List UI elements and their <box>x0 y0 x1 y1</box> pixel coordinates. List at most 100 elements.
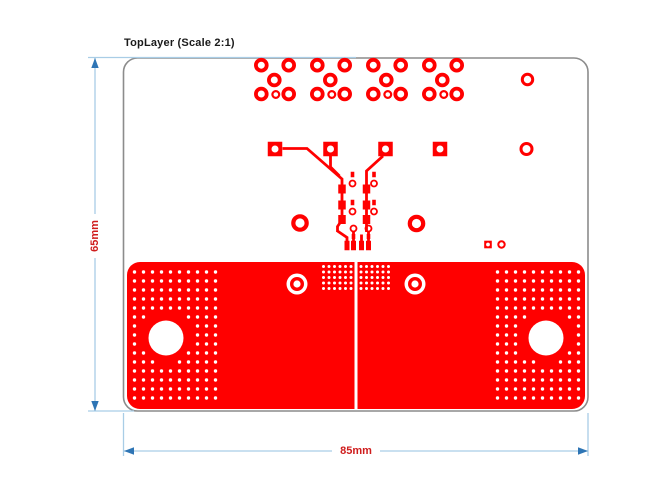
via-dot <box>338 281 342 285</box>
via-dot <box>333 270 336 274</box>
via-dot <box>195 315 200 319</box>
via-dot <box>327 270 331 274</box>
via-dot <box>387 270 390 274</box>
via-dot <box>177 387 182 391</box>
pad-ring <box>365 86 381 102</box>
via-dot <box>195 297 200 301</box>
via-dot <box>531 288 536 292</box>
pad-rect <box>359 240 364 251</box>
via-dot <box>504 315 509 319</box>
layer-title: TopLayer (Scale 2:1) <box>124 37 235 49</box>
via-dot <box>132 324 137 328</box>
pad-rect <box>351 240 356 251</box>
via-dot <box>333 276 336 279</box>
via-dot <box>576 279 581 283</box>
pad-ring <box>434 72 450 88</box>
pad-ring-small <box>383 89 393 99</box>
via-dot <box>213 288 218 292</box>
via-dot <box>504 342 509 346</box>
via-dot <box>576 288 581 292</box>
via-dot <box>370 287 374 290</box>
via-dot <box>522 270 527 274</box>
via-dot <box>132 315 137 319</box>
dimension-arrow <box>124 447 134 455</box>
via-dot <box>168 297 173 301</box>
pad-ring <box>378 72 394 88</box>
via-dot <box>513 297 518 301</box>
via-dot <box>213 360 218 364</box>
pad-rect <box>362 184 371 194</box>
dimension-width-label: 85mm <box>332 443 380 459</box>
via-dot <box>132 369 137 373</box>
via-dot <box>344 270 347 274</box>
via-dot <box>349 265 353 268</box>
via-dot <box>370 265 374 268</box>
via-dot <box>204 396 209 400</box>
pad-hole <box>327 145 334 153</box>
dimension-arrow <box>91 401 99 411</box>
via-dot <box>322 287 325 290</box>
via-dot <box>141 297 146 301</box>
via-dot <box>213 351 218 355</box>
via-dot <box>513 396 518 400</box>
via-dot <box>168 387 173 391</box>
pad-ring <box>364 224 373 233</box>
via-dot <box>540 288 545 292</box>
via-dot <box>504 270 509 274</box>
via-dot <box>132 387 137 391</box>
pad-ring <box>349 224 358 233</box>
via-dot <box>132 342 137 346</box>
pad-rect <box>351 234 356 239</box>
via-dot <box>132 378 137 382</box>
via-dot <box>513 270 518 274</box>
via-dot <box>370 270 374 274</box>
via-dot <box>338 276 342 279</box>
via-dot <box>504 306 509 310</box>
via-dot <box>195 360 200 364</box>
pad-rect <box>362 215 371 224</box>
via-dot <box>333 281 336 285</box>
via-dot <box>376 270 379 274</box>
via-dot <box>141 396 146 400</box>
via-dot <box>150 378 155 382</box>
via-dot <box>504 333 509 337</box>
pad-ring <box>449 86 465 102</box>
via-dot <box>159 396 164 400</box>
via-dot <box>504 351 509 355</box>
via-dot <box>141 279 146 283</box>
via-dot <box>376 287 379 290</box>
copper-pour <box>357 262 585 409</box>
pad-ring <box>520 72 535 87</box>
via-dot <box>195 324 200 328</box>
via-dot <box>132 333 137 337</box>
pad-ring <box>370 179 378 188</box>
via-dot <box>365 287 368 290</box>
via-dot <box>495 306 500 310</box>
via-dot <box>567 396 572 400</box>
pad-rect <box>338 200 346 210</box>
via-dot <box>495 279 500 283</box>
trace <box>336 229 349 242</box>
pad-ring-small <box>327 89 337 99</box>
via-dot <box>513 279 518 283</box>
pad-ring <box>365 57 381 73</box>
via-dot <box>150 288 155 292</box>
via-dot <box>177 297 182 301</box>
via-dot <box>177 279 182 283</box>
pad-ring <box>407 214 426 233</box>
via-dot <box>540 306 545 310</box>
via-dot <box>338 270 342 274</box>
via-dot <box>549 297 554 301</box>
pad-ring <box>421 57 437 73</box>
via-dot <box>558 396 563 400</box>
via-dot <box>540 279 545 283</box>
via-dot <box>513 288 518 292</box>
pad-ring <box>348 207 357 216</box>
via-dot <box>132 351 137 355</box>
via-dot <box>213 270 218 274</box>
dimension-arrow <box>578 447 588 455</box>
via-dot <box>495 288 500 292</box>
via-dot <box>531 387 536 391</box>
